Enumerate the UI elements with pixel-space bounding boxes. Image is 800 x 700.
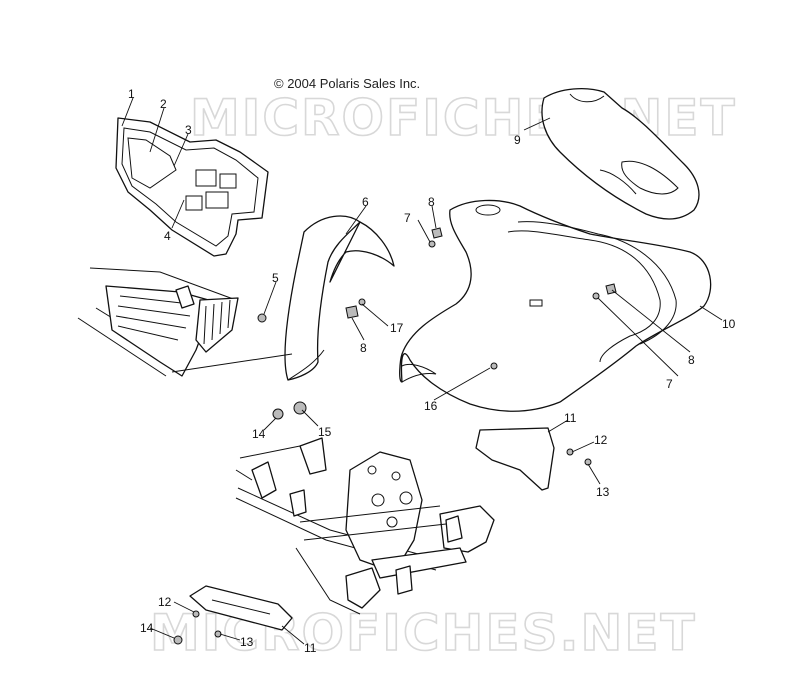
leader-lines xyxy=(121,97,723,645)
callout-8-fender: 8 xyxy=(360,341,367,355)
callout-9: 9 xyxy=(514,133,521,147)
callout-13-upper: 13 xyxy=(596,485,610,499)
skid-panel-lower xyxy=(173,585,293,645)
callout-17: 17 xyxy=(390,321,404,335)
callout-14-upper: 14 xyxy=(252,427,266,441)
callout-1: 1 xyxy=(128,87,135,101)
callout-11-lower: 11 xyxy=(304,641,317,655)
callout-4: 4 xyxy=(164,229,171,243)
callout-5: 5 xyxy=(272,271,279,285)
bracket-panel-upper xyxy=(475,427,592,491)
callout-12-upper: 12 xyxy=(594,433,608,447)
callout-8-top: 8 xyxy=(428,195,435,209)
callout-7-rear: 7 xyxy=(666,377,673,391)
fender-flap xyxy=(171,215,395,381)
frame-assembly xyxy=(235,437,495,615)
seat-cover xyxy=(541,87,700,220)
footrest-panel xyxy=(115,117,269,257)
callout-11-upper: 11 xyxy=(564,411,577,425)
callout-10: 10 xyxy=(722,317,736,331)
callout-6: 6 xyxy=(362,195,369,209)
callout-8-rear: 8 xyxy=(688,353,695,367)
rear-fender xyxy=(399,199,712,412)
callout-7-top: 7 xyxy=(404,211,411,225)
callout-12-lower: 12 xyxy=(158,595,172,609)
callout-14-lower: 14 xyxy=(140,621,154,635)
foot-grate xyxy=(77,267,239,377)
callout-16: 16 xyxy=(424,399,438,413)
callout-13-lower: 13 xyxy=(240,635,254,649)
fender-hardware xyxy=(257,298,366,420)
callout-3: 3 xyxy=(185,123,192,137)
copyright-text: © 2004 Polaris Sales Inc. xyxy=(274,76,421,91)
callout-2: 2 xyxy=(160,97,167,111)
callout-15: 15 xyxy=(318,425,332,439)
callouts: 1 2 3 4 5 6 7 8 7 8 9 10 8 7 17 8 14 15 … xyxy=(128,87,736,655)
